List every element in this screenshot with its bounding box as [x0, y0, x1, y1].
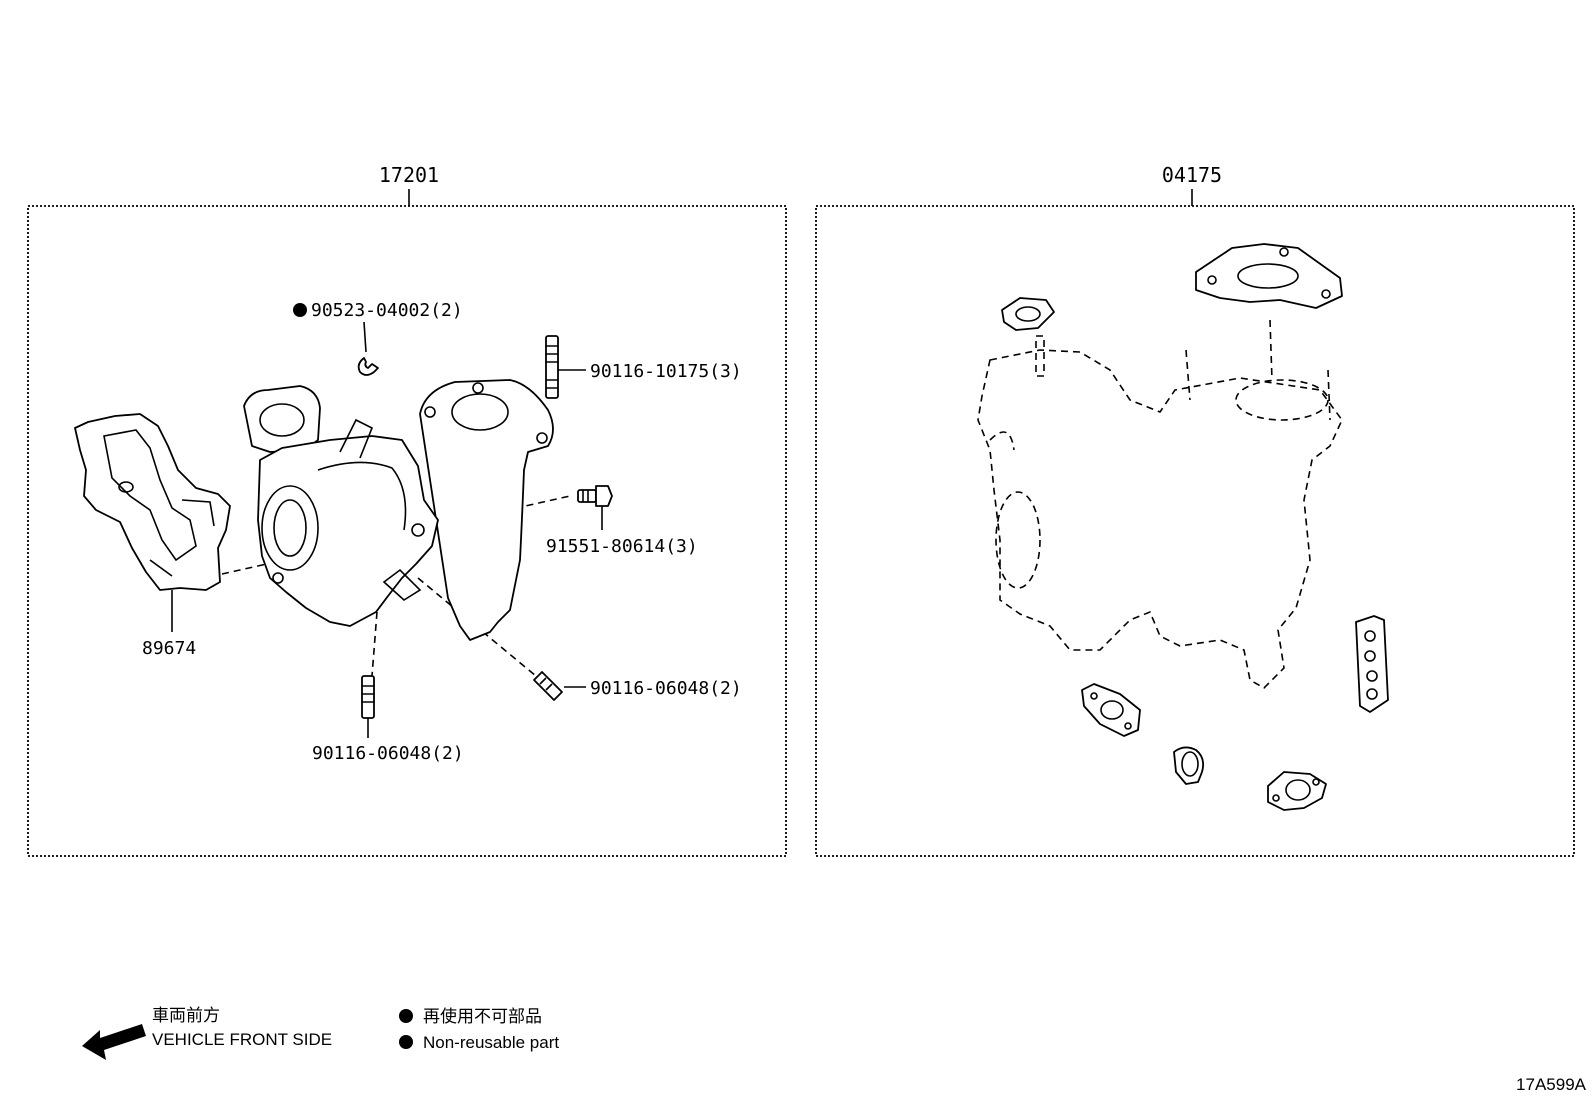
stud-90116-06048-bottom-drawing [361, 675, 375, 738]
nonreusable-label-en: Non-reusable part [423, 1033, 559, 1052]
bolt-91551-drawing [577, 485, 613, 530]
turbocharger-drawing [243, 379, 554, 641]
grommet-drawing [1173, 746, 1205, 785]
gasket-lower-right-drawing [1267, 771, 1327, 811]
stud-90116-10175-drawing [545, 335, 586, 399]
bullet-icon [399, 1009, 413, 1023]
arrow-left-icon [82, 1024, 146, 1060]
callout-90116-10175: 90116-10175(3) [590, 361, 742, 382]
panel-turbocharger-assembly: 17201 [27, 163, 787, 857]
gasket-strip-drawing [1355, 615, 1389, 713]
callout-89674: 89674 [142, 638, 196, 659]
stud-90116-06048-right-drawing [533, 671, 586, 701]
gasket-lower-left-drawing [1081, 683, 1141, 737]
gasket-small-drawing [1001, 297, 1055, 331]
callout-90116-06048-right: 90116-06048(2) [590, 678, 742, 699]
vehicle-front-label-en: VEHICLE FRONT SIDE [152, 1030, 332, 1049]
gasket-large-drawing [1195, 243, 1343, 309]
turbocharger-phantom-drawing [977, 319, 1343, 689]
callout-90523-04002: 90523-04002(2) [311, 300, 463, 321]
figure-code: 17A599A [1516, 1075, 1587, 1094]
callout-91551-80614: 91551-80614(3) [546, 536, 698, 557]
legend: 車両前方 VEHICLE FRONT SIDE 再使用不可部品 Non-reus… [82, 1006, 559, 1060]
panel-gasket-kit: 04175 [815, 163, 1575, 857]
vehicle-front-label-jp: 車両前方 [152, 1006, 220, 1025]
panel-header-right: 04175 [1162, 163, 1222, 187]
callout-90116-06048-bottom: 90116-06048(2) [312, 743, 464, 764]
panel-header-left: 17201 [379, 163, 439, 187]
bullet-icon [399, 1035, 413, 1049]
nonreusable-label-jp: 再使用不可部品 [423, 1006, 542, 1026]
bracket-89674-drawing [74, 413, 231, 632]
clip-90523-drawing [357, 321, 379, 376]
non-reusable-marker [293, 303, 307, 317]
